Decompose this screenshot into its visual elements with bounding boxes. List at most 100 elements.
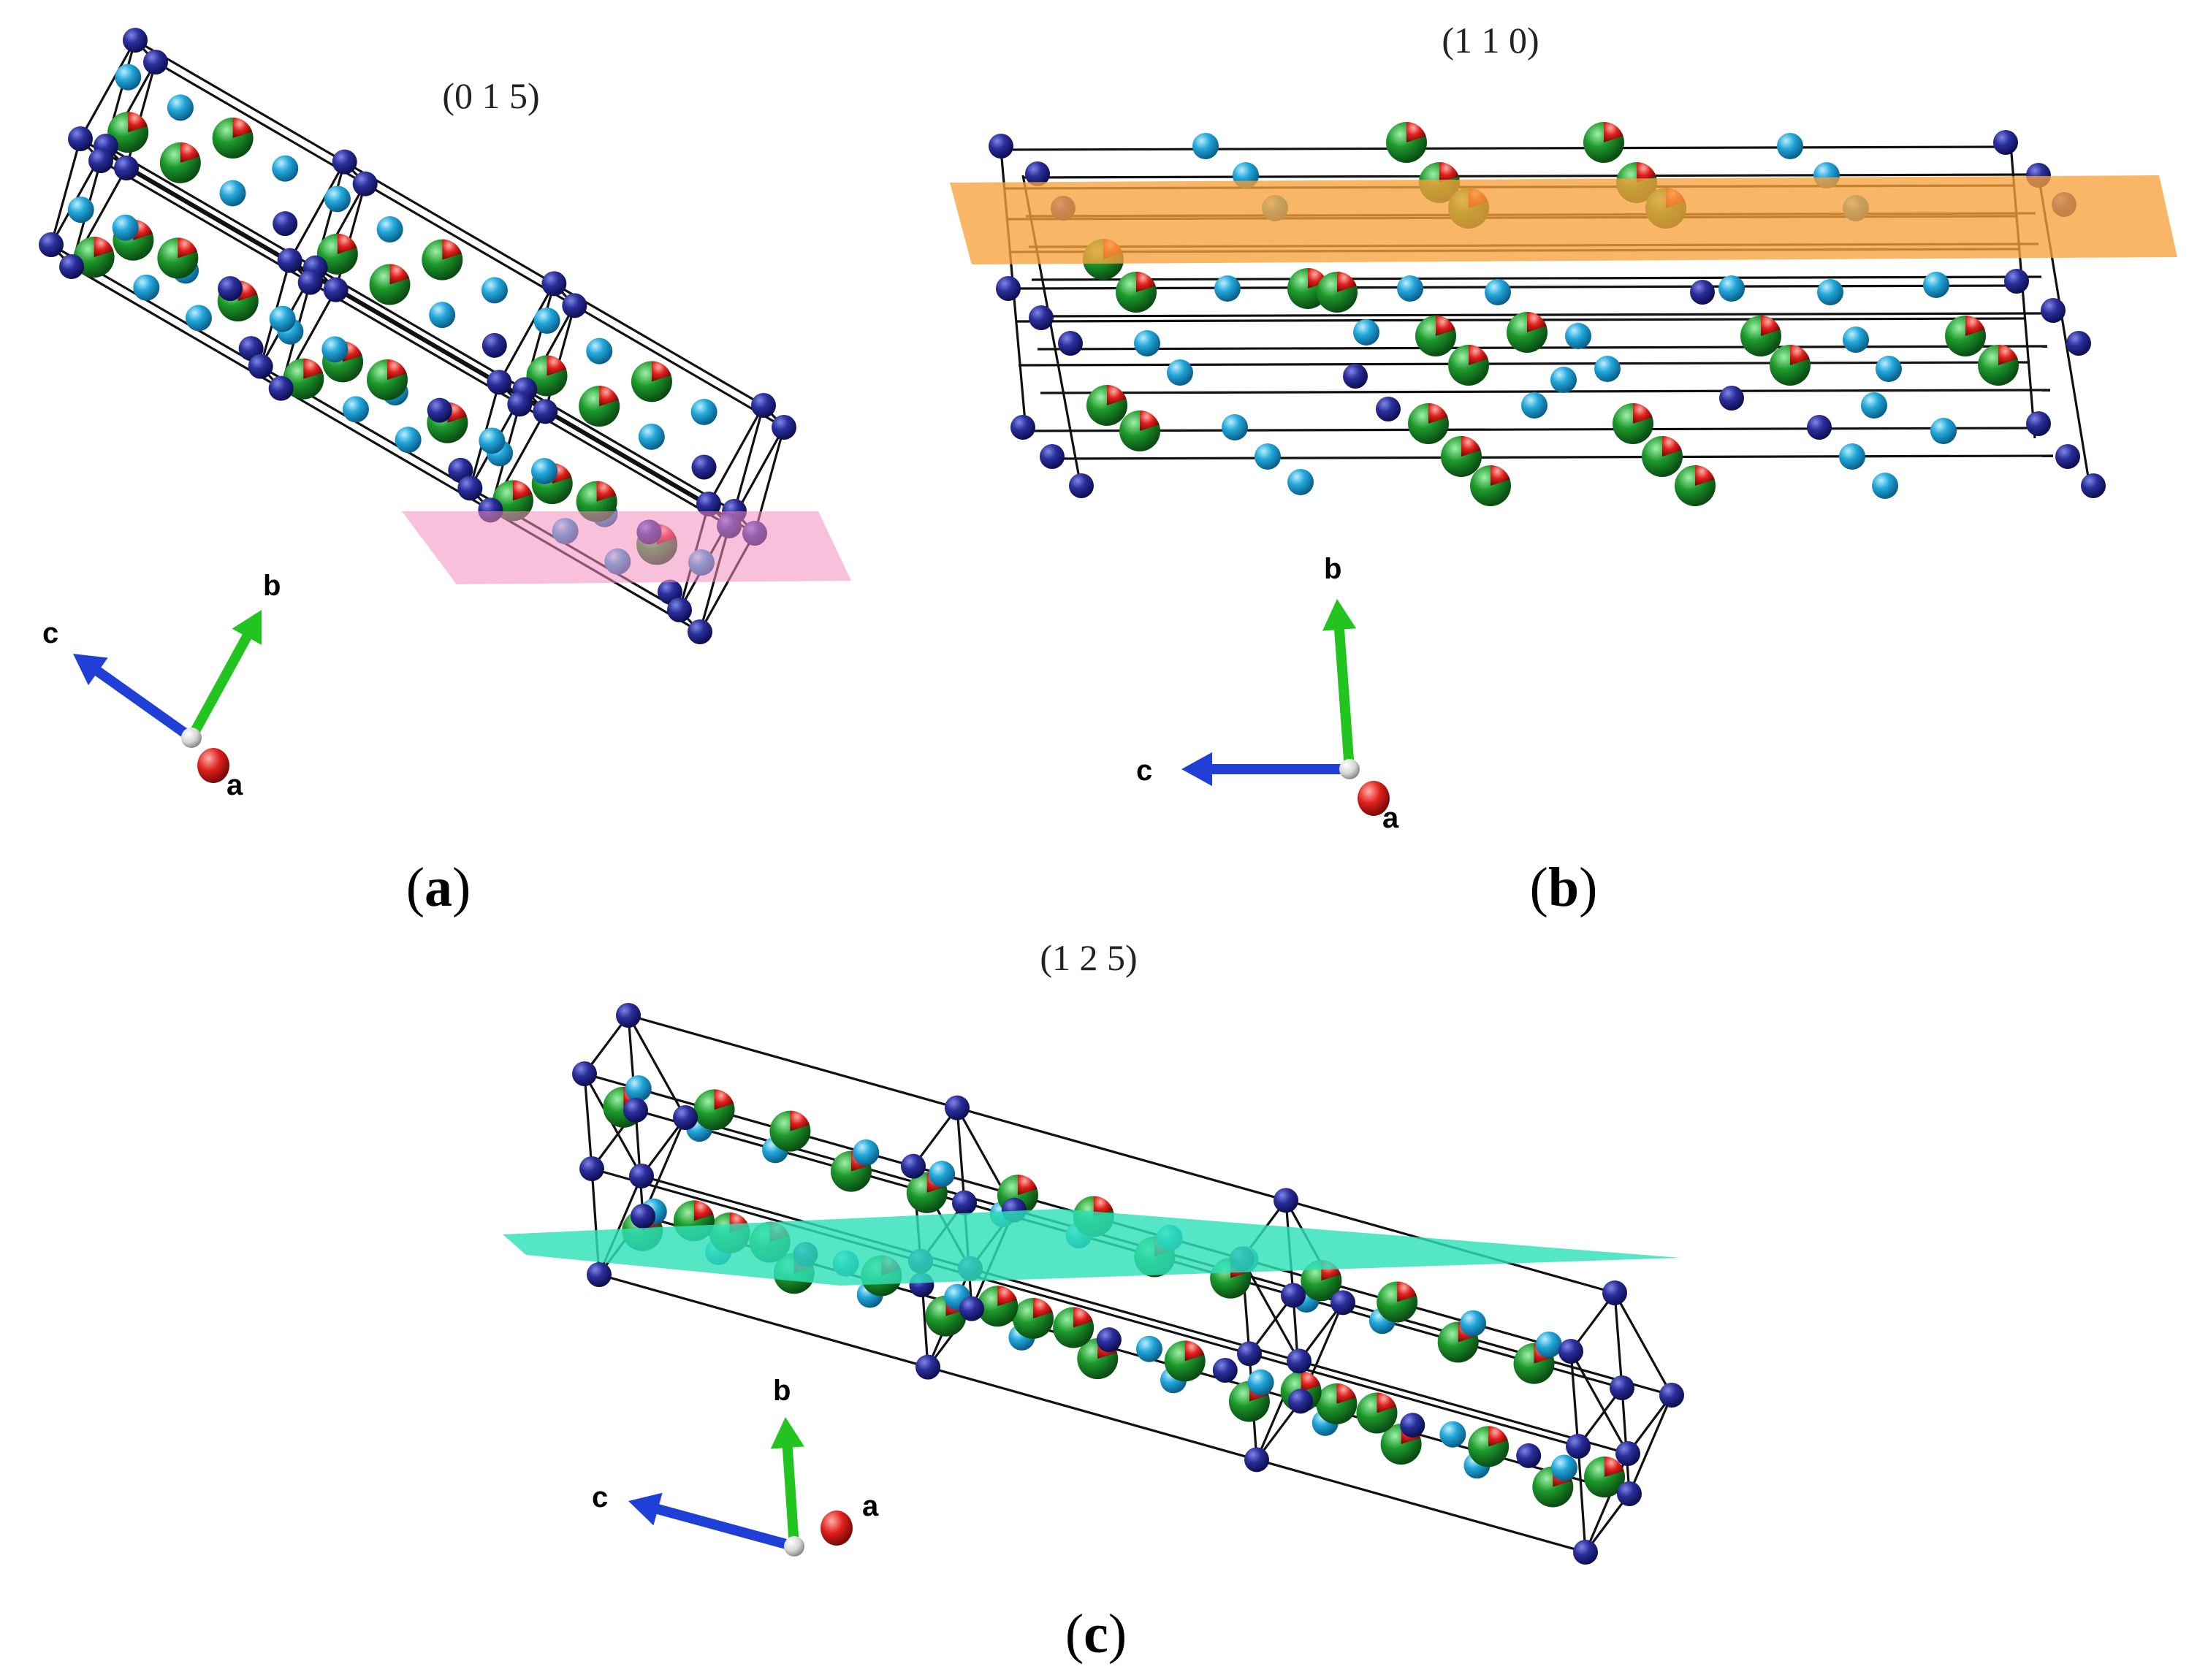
atom-red-sector	[232, 118, 253, 138]
atom-dark-blue	[114, 156, 139, 180]
atom-dark-blue	[1516, 1443, 1542, 1468]
axis-b-arrow-head	[770, 1417, 804, 1449]
axis-label-c: c	[1136, 755, 1152, 787]
atom-red-sector	[1397, 1281, 1417, 1302]
atom-red-sector	[1017, 1175, 1038, 1196]
axis-c-arrow-shaft	[652, 1504, 799, 1551]
unit-cell-edge	[1040, 389, 2051, 394]
lattice-plane-015	[402, 511, 851, 584]
atom-dark-blue	[562, 293, 587, 318]
unit-cell-edge	[126, 167, 755, 535]
atom-red-sector	[180, 142, 200, 163]
atom-red-sector	[1761, 316, 1781, 336]
atom-dark-blue	[248, 354, 273, 379]
panel-b-110: a b c	[950, 122, 2177, 834]
atom-light-blue	[1255, 443, 1281, 470]
atom-light-blue	[1718, 275, 1745, 302]
atom-light-blue	[531, 458, 557, 484]
unit-cell-edge	[80, 137, 709, 505]
atom-dark-blue	[2066, 331, 2091, 356]
atom-dark-blue	[1610, 1375, 1634, 1400]
plane-label-c: (1 2 5)	[1040, 937, 1137, 978]
unit-cell-edge	[155, 61, 785, 429]
atom-dark-blue	[457, 476, 483, 501]
atom-light-blue	[1550, 367, 1577, 393]
axis-c-arrow-shaft	[93, 666, 197, 743]
atom-dark-blue	[579, 1156, 604, 1181]
atom-light-blue	[1222, 414, 1248, 440]
axis-a-arrow	[1358, 781, 1390, 816]
atom-dark-blue	[959, 1296, 984, 1321]
atom-dark-blue	[1690, 280, 1715, 305]
atom-red-sector	[1107, 385, 1127, 405]
lattice-plane-110	[950, 175, 2177, 264]
atom-light-blue	[1287, 469, 1314, 495]
atom-dark-blue	[1212, 1358, 1238, 1383]
atom-red-sector	[237, 280, 258, 302]
atom-red-sector	[1998, 345, 2018, 365]
atom-dark-blue	[1069, 473, 1094, 498]
atom-dark-blue	[1566, 1434, 1591, 1459]
atom-light-blue	[219, 180, 246, 207]
atom-dark-blue	[1288, 1389, 1313, 1414]
atom-red-sector	[178, 237, 197, 259]
atom-light-blue	[638, 423, 665, 450]
atom-light-blue	[1353, 319, 1379, 345]
axis-label-b: b	[1324, 553, 1341, 585]
axis-c-arrow-head	[73, 654, 108, 686]
atom-red-sector	[1406, 122, 1426, 142]
atom-dark-blue	[273, 211, 298, 237]
atom-dark-blue	[323, 277, 349, 302]
axis-b-arrow-head	[1322, 599, 1357, 631]
atom-light-blue	[690, 399, 717, 425]
atom-light-blue	[115, 64, 142, 91]
unit-cell-edge	[1022, 173, 2033, 179]
atom-light-blue	[167, 94, 194, 121]
atom-light-blue	[1930, 418, 1957, 444]
atom-dark-blue	[352, 171, 378, 196]
atom-dark-blue	[691, 454, 717, 480]
atom-light-blue	[481, 277, 508, 304]
atom-red-sector	[596, 481, 617, 502]
axis-label-a: a	[1382, 802, 1399, 834]
axis-b-arrow-shaft	[1334, 624, 1355, 774]
axis-label-b: b	[263, 570, 281, 602]
atom-dark-blue	[332, 149, 357, 175]
atom-red-sector	[1695, 465, 1715, 486]
atom-red-sector	[1965, 316, 1985, 336]
atom-red-sector	[442, 239, 462, 260]
unit-cell-edge	[591, 1167, 1579, 1448]
axis-label-a: a	[226, 769, 243, 801]
atom-red-sector	[1184, 1340, 1205, 1362]
atom-dark-blue	[688, 619, 712, 644]
svg-text:(a): (a)	[406, 857, 471, 918]
atom-red-sector	[714, 1089, 734, 1110]
atom-red-sector	[790, 1110, 810, 1131]
axis-label-b: b	[773, 1375, 791, 1407]
atom-red-sector	[128, 112, 148, 133]
atom-dark-blue	[696, 492, 721, 516]
unit-cell-edge	[1000, 145, 2011, 151]
atom-red-sector	[1633, 403, 1653, 424]
atom-red-sector	[997, 1286, 1017, 1307]
atom-dark-blue	[623, 1098, 648, 1123]
atom-red-sector	[1136, 272, 1156, 292]
atom-dark-blue	[143, 50, 168, 75]
atom-light-blue	[1876, 356, 1902, 382]
atom-dark-blue	[1400, 1413, 1425, 1438]
atom-dark-blue	[533, 399, 558, 424]
atom-dark-blue	[1244, 1447, 1269, 1473]
atom-red-sector	[303, 358, 323, 379]
atom-red-sector	[337, 233, 357, 254]
axis-origin-sphere	[784, 1536, 804, 1557]
atom-red-sector	[1033, 1297, 1053, 1318]
atom-dark-blue	[1287, 1348, 1312, 1374]
atom-dark-blue	[587, 1262, 612, 1287]
atom-red-sector	[547, 355, 567, 376]
unit-cell-edge	[1034, 312, 2045, 318]
atom-light-blue	[321, 336, 349, 363]
atom-red-sector	[1439, 162, 1459, 183]
atom-red-sector	[1377, 1392, 1397, 1413]
atom-light-blue	[1397, 275, 1423, 302]
atom-dark-blue	[541, 271, 567, 297]
